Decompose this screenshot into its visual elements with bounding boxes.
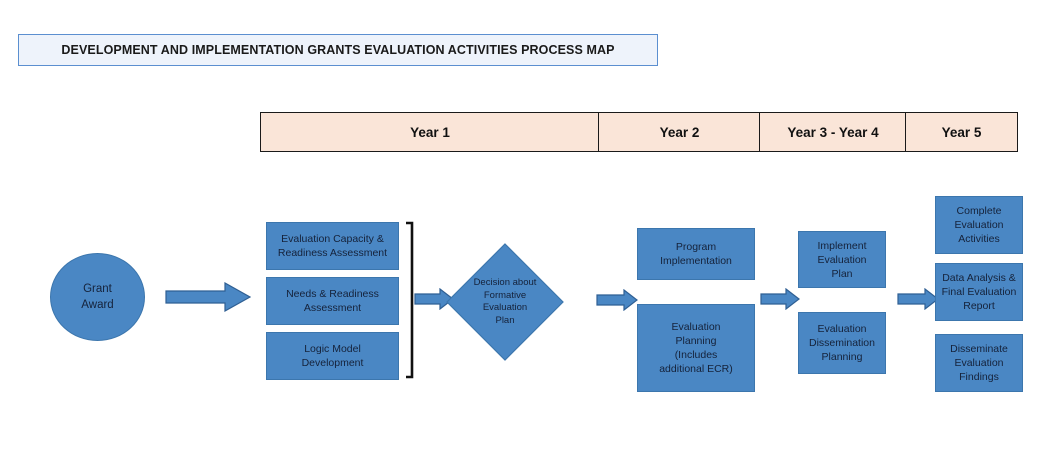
arrow-year1-to-decision bbox=[414, 288, 454, 310]
process-box-label: Logic Model Development bbox=[301, 343, 364, 369]
decision-node-formative-evaluation-plan: Decision about Formative Evaluation Plan bbox=[446, 243, 564, 361]
page-title-banner: DEVELOPMENT AND IMPLEMENTATION GRANTS EV… bbox=[18, 34, 658, 66]
year-header-label: Year 3 - Year 4 bbox=[787, 124, 879, 140]
process-box-evaluation-dissemination-planning: Evaluation Dissemination Planning bbox=[798, 312, 886, 374]
page-title: DEVELOPMENT AND IMPLEMENTATION GRANTS EV… bbox=[61, 43, 615, 57]
process-box-label: Evaluation Capacity & Readiness Assessme… bbox=[277, 233, 388, 259]
diamond-shape bbox=[446, 243, 564, 361]
process-box-program-implementation: Program Implementation bbox=[637, 228, 755, 280]
process-box-disseminate-evaluation-findings: Disseminate Evaluation Findings bbox=[935, 334, 1023, 392]
process-box-label: Needs & Readiness Assessment bbox=[286, 288, 379, 314]
process-box-label: Evaluation Planning (Includes additional… bbox=[659, 321, 733, 375]
year-header-label: Year 1 bbox=[410, 124, 450, 140]
process-box-label: Complete Evaluation Activities bbox=[954, 205, 1004, 245]
process-box-label: Disseminate Evaluation Findings bbox=[950, 343, 1008, 383]
process-box-evaluation-planning: Evaluation Planning (Includes additional… bbox=[637, 304, 755, 392]
arrow-year34-to-year5 bbox=[897, 288, 939, 310]
year-header-year-1: Year 1 bbox=[260, 112, 600, 152]
process-box-needs-readiness-assessment: Needs & Readiness Assessment bbox=[266, 277, 399, 325]
process-box-complete-evaluation-activities: Complete Evaluation Activities bbox=[935, 196, 1023, 254]
year-header-year-5: Year 5 bbox=[905, 112, 1018, 152]
process-box-logic-model-development: Logic Model Development bbox=[266, 332, 399, 380]
year-header-year-2: Year 2 bbox=[598, 112, 761, 152]
year-header-label: Year 5 bbox=[941, 124, 982, 140]
process-box-label: Data Analysis & Final Evaluation Report bbox=[941, 272, 1017, 312]
grant-award-label: Grant Award bbox=[81, 283, 114, 311]
arrow-year2-to-year34 bbox=[760, 288, 800, 310]
process-box-label: Program Implementation bbox=[660, 241, 732, 267]
year-header-label: Year 2 bbox=[659, 124, 700, 140]
process-box-label: Evaluation Dissemination Planning bbox=[809, 323, 875, 363]
process-box-evaluation-capacity-readiness-assessment: Evaluation Capacity & Readiness Assessme… bbox=[266, 222, 399, 270]
arrow-award-to-year1 bbox=[165, 282, 251, 312]
process-box-data-analysis-final-evaluation-report: Data Analysis & Final Evaluation Report bbox=[935, 263, 1023, 321]
year-header-year-3-year-4: Year 3 - Year 4 bbox=[759, 112, 907, 152]
arrow-decision-to-year2 bbox=[596, 289, 638, 311]
grant-award-node: Grant Award bbox=[50, 253, 145, 341]
process-box-label: Implement Evaluation Plan bbox=[817, 239, 867, 280]
process-box-implement-evaluation-plan: Implement Evaluation Plan bbox=[798, 231, 886, 288]
year1-group-brace bbox=[406, 221, 414, 379]
